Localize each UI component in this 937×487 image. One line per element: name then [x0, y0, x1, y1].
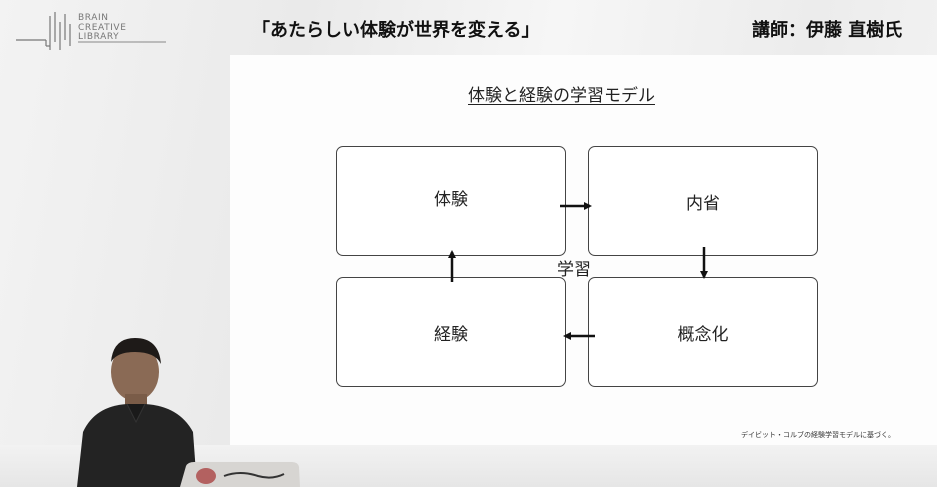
- box-label-taiken: 体験: [434, 189, 468, 210]
- logo-line-2: CREATIVE: [78, 22, 127, 33]
- box-label-conceptualization: 概念化: [677, 324, 729, 345]
- broadcast-header: BRAIN CREATIVE LIBRARY 「あたらしい体験が世界を変える」 …: [0, 0, 937, 55]
- presentation-slide: 体験と経験の学習モデル 体験 内省 概念化 経験 学習 デイビット・コルブの経験…: [230, 55, 937, 445]
- box-experience-taiken: 体験: [336, 146, 566, 256]
- box-label-keiken: 経験: [434, 324, 468, 345]
- box-conceptualization: 概念化: [588, 277, 818, 387]
- lecturer-name: 講師：伊藤 直樹氏: [752, 20, 903, 41]
- logo-wordmark: BRAIN CREATIVE LIBRARY: [78, 13, 127, 43]
- laptop-back: [180, 462, 300, 487]
- box-experience-keiken: 経験: [336, 277, 566, 387]
- slide-title: 体験と経験の学習モデル: [468, 86, 655, 106]
- logo-underline: [78, 41, 166, 43]
- talk-title: 「あたらしい体験が世界を変える」: [252, 20, 540, 41]
- box-label-reflection: 内省: [686, 193, 720, 214]
- logo-mark-icon: [16, 12, 71, 50]
- logo-line-3: LIBRARY: [78, 32, 120, 42]
- logo-line-1: BRAIN: [78, 13, 109, 23]
- cycle-arrows: [448, 202, 708, 340]
- slide-credit: デイビット・コルブの経験学習モデルに基づく。: [741, 431, 895, 439]
- center-label-learning: 学習: [557, 260, 591, 280]
- brain-creative-library-logo: BRAIN CREATIVE LIBRARY: [16, 12, 166, 52]
- presenter-video: [77, 338, 197, 487]
